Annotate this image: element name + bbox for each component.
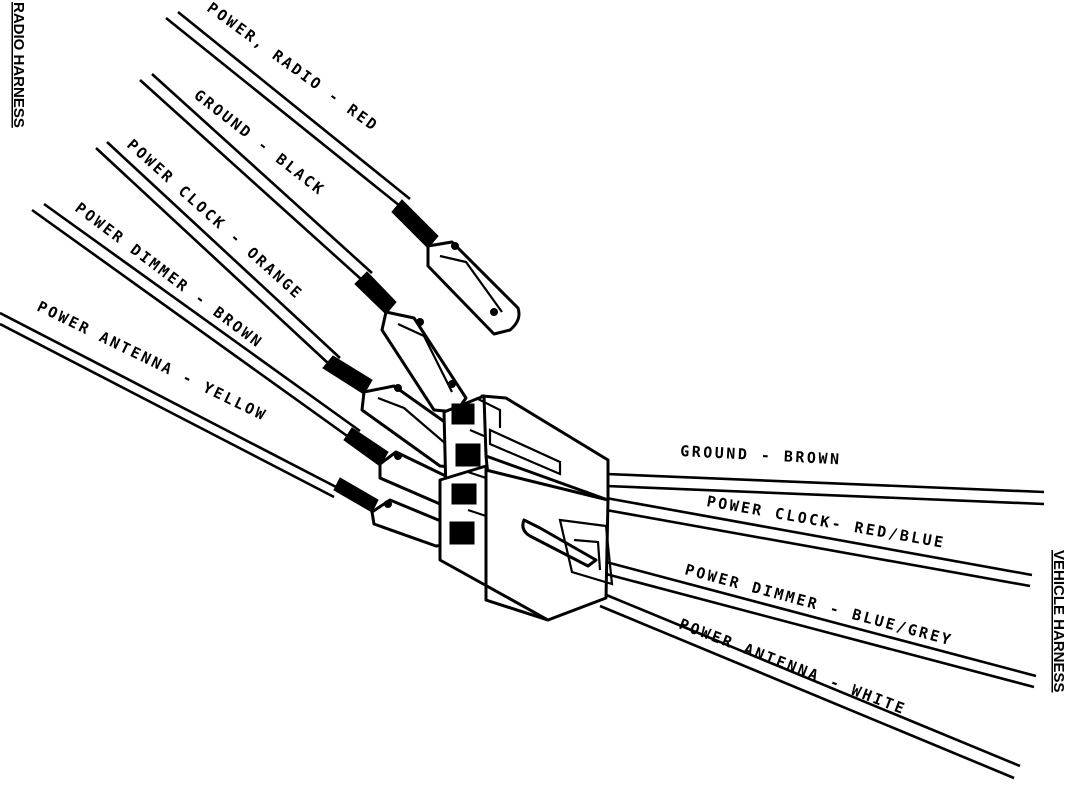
label-vehicle-ground-brown: GROUND - BROWN (680, 442, 842, 468)
radio-wire-power-radio (165, 10, 411, 208)
vehicle-harness-label: VEHICLE HARNESS (1050, 550, 1066, 693)
label-vehicle-power-antenna: POWER ANTENNA - WHITE (677, 615, 910, 719)
vehicle-wire-power-antenna (599, 592, 1021, 780)
radio-wire-power-clock (95, 141, 341, 366)
spade-terminal-loose (426, 240, 521, 336)
radio-wire-ground (139, 73, 373, 281)
vehicle-wire-power-clock (605, 496, 1033, 588)
crimp-sleeves (322, 199, 439, 513)
radio-harness-label: RADIO HARNESS (10, 2, 27, 128)
radio-wire-power-antenna (0, 311, 339, 499)
connector-block (438, 394, 614, 622)
vehicle-wire-ground (605, 472, 1045, 506)
radio-wire-power-dimmer (31, 202, 361, 440)
vehicle-wire-power-dimmer (605, 560, 1037, 689)
